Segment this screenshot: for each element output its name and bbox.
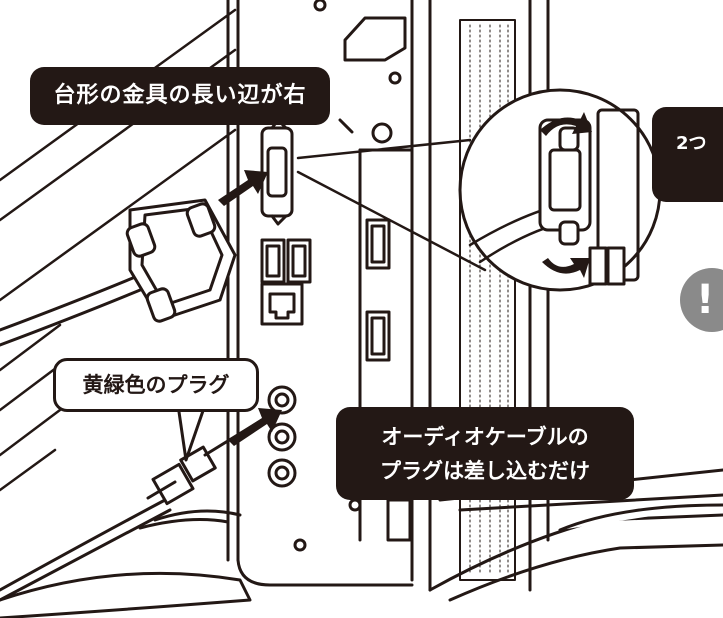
audio-callout-line2: プラグは差し込むだけ — [380, 458, 590, 483]
stand — [0, 468, 723, 618]
warning-icon: ! — [680, 268, 723, 332]
lan-port — [260, 282, 304, 326]
zoom-lines — [296, 138, 487, 272]
magnifier — [458, 88, 662, 292]
bracket-orientation-callout: 台形の金具の長い辺が右 — [30, 67, 330, 125]
screw-tighten-callout: 2つ — [652, 107, 723, 202]
audio-plug-callout: オーディオケーブルの プラグは差し込むだけ — [336, 407, 634, 500]
plug-label-pointer — [176, 403, 207, 462]
audio-callout-line1: オーディオケーブルの — [381, 424, 589, 449]
plug-color-callout: 黄緑色のプラグ — [53, 358, 259, 412]
rotate-arrow-icon — [540, 112, 592, 278]
insert-arrows — [218, 170, 282, 446]
vga-cable — [0, 198, 237, 347]
expansion-ports — [365, 218, 412, 542]
audio-jacks — [267, 385, 297, 488]
audio-cable — [0, 418, 264, 602]
usb-ports — [260, 238, 312, 284]
tower-top-details — [293, 0, 407, 552]
